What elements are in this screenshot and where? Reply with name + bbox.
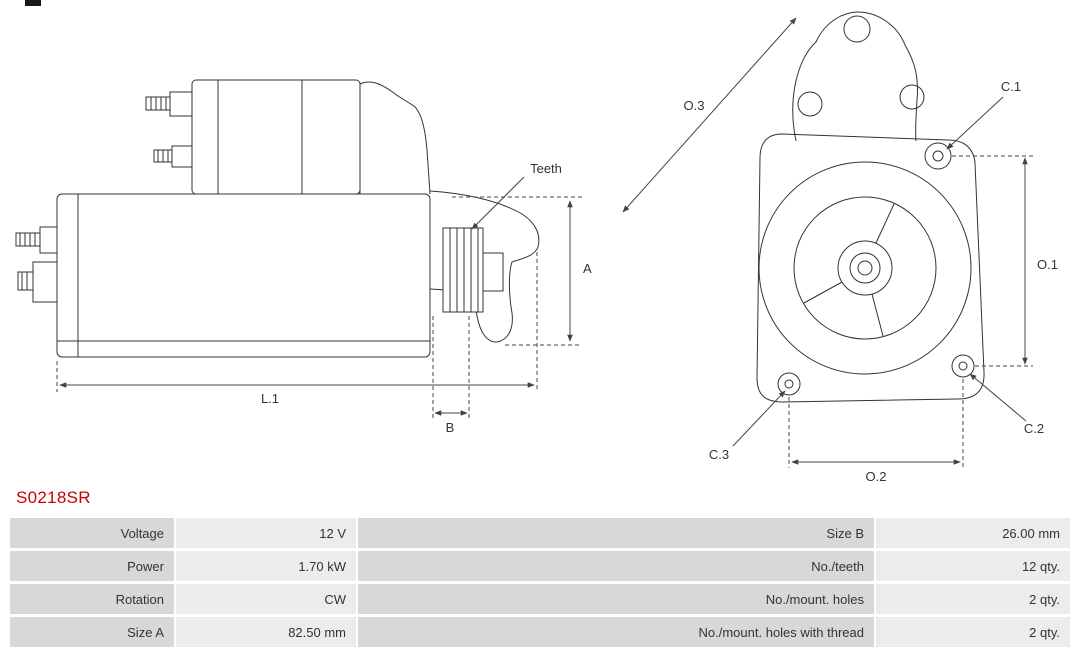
dim-l1-label: L.1 (261, 391, 279, 406)
spec-label: Power (10, 551, 174, 581)
dim-a-label: A (583, 261, 592, 276)
spec-value: 2 qty. (876, 617, 1070, 647)
body-terminal-bolts (15, 226, 58, 303)
nose-bracket (429, 190, 540, 343)
side-view (15, 79, 540, 358)
mounting-holes (777, 142, 975, 396)
spec-value: 26.00 mm (876, 518, 1070, 548)
spec-value: CW (176, 584, 356, 614)
motor-face-circles (758, 161, 972, 375)
drive-housing (359, 81, 431, 195)
spec-label: Size A (10, 617, 174, 647)
dim-o3-label: O.3 (684, 98, 705, 113)
part-number: S0218SR (16, 488, 91, 507)
spec-table: Voltage 12 V Size B 26.00 mm Power 1.70 … (10, 518, 1070, 647)
logo-fragment (25, 0, 41, 6)
side-view-dimensions (56, 176, 582, 420)
spec-value: 12 qty. (876, 551, 1070, 581)
spec-value: 2 qty. (876, 584, 1070, 614)
spec-label: No./mount. holes with thread (358, 617, 874, 647)
solenoid (145, 79, 361, 195)
top-bracket (792, 11, 918, 142)
technical-diagram: Teeth A L.1 B (15, 11, 1058, 484)
dim-o2-label: O.2 (866, 469, 887, 484)
spec-value: 12 V (176, 518, 356, 548)
teeth-label: Teeth (530, 161, 562, 176)
spec-label: Rotation (10, 584, 174, 614)
dim-c1-label: C.1 (1001, 79, 1021, 94)
side-view-labels: Teeth A L.1 B (261, 161, 592, 435)
spec-label: Size B (358, 518, 874, 548)
front-view-labels: O.3 C.1 O.1 C.2 C.3 O.2 (684, 79, 1058, 484)
top-bracket-hole (843, 15, 871, 43)
dim-c3-label: C.3 (709, 447, 729, 462)
mounting-flange (756, 133, 985, 403)
dim-c2-label: C.2 (1024, 421, 1044, 436)
front-view-dimensions (622, 17, 1033, 468)
spec-label: No./teeth (358, 551, 874, 581)
dim-o1-label: O.1 (1037, 257, 1058, 272)
front-view (756, 11, 985, 403)
right-ear-hole (899, 84, 925, 110)
spec-label: Voltage (10, 518, 174, 548)
motor-body (56, 193, 431, 358)
spec-value: 82.50 mm (176, 617, 356, 647)
pinion-gear (442, 227, 504, 313)
spec-value: 1.70 kW (176, 551, 356, 581)
spec-label: No./mount. holes (358, 584, 874, 614)
dim-b-label: B (446, 420, 455, 435)
left-ear-hole (797, 91, 823, 117)
